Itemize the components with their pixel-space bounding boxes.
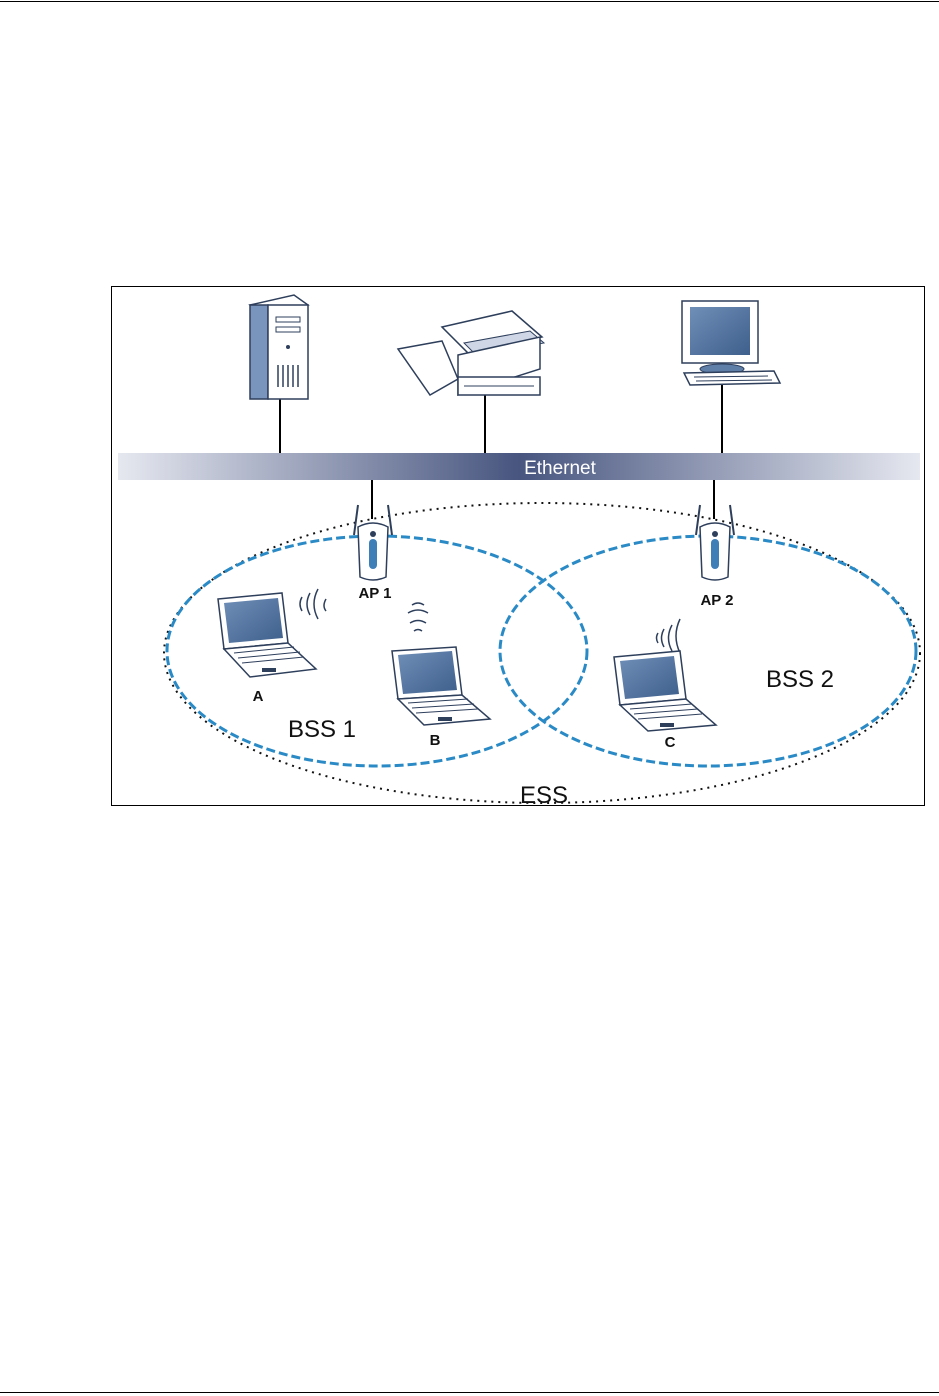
laptop-b-label: B (430, 732, 441, 749)
ethernet-backbone: Ethernet (118, 453, 920, 480)
laptop-a-label: A (253, 688, 264, 705)
laptop-b-icon (392, 647, 490, 725)
wifi-signal-icon-c (657, 619, 681, 653)
laptop-c-icon (614, 651, 716, 731)
ethernet-label: Ethernet (524, 458, 597, 479)
bss1-label: BSS 1 (288, 716, 356, 743)
wifi-signal-icon-b (408, 603, 428, 631)
wifi-signal-icon-a (300, 589, 326, 619)
ap1-label: AP 1 (358, 585, 391, 602)
desktop-computer-icon (682, 301, 780, 385)
bss2-label: BSS 2 (766, 666, 834, 693)
footer-rule (0, 1392, 939, 1393)
ap2-label: AP 2 (700, 592, 733, 609)
server-icon (250, 295, 308, 399)
ess-network-diagram: Ethernet (111, 286, 925, 806)
laptop-c-label: C (665, 734, 676, 751)
header-rule (0, 1, 939, 2)
printer-icon (398, 311, 544, 395)
ess-label: ESS (520, 782, 568, 806)
laptop-a-icon (218, 593, 316, 677)
